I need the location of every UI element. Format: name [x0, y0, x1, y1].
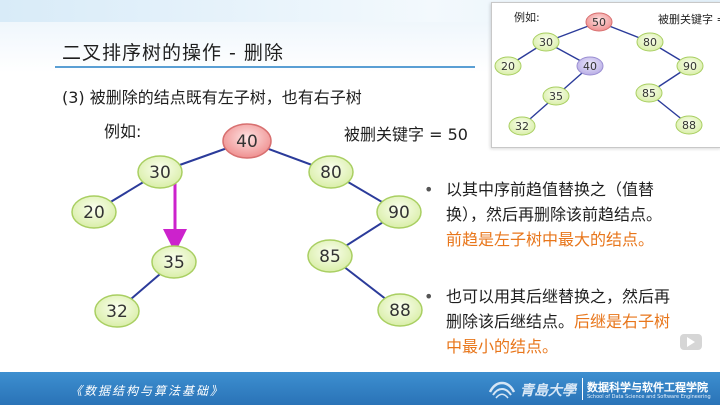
- inset-delete-key-label: 被删关键字 =: [658, 13, 720, 26]
- bullet-dot-icon: •: [424, 180, 434, 199]
- inset-node-label: 20: [501, 60, 515, 73]
- inset-node-label: 50: [592, 16, 606, 29]
- inset-node-40: 40: [576, 56, 604, 76]
- inset-node-30: 30: [532, 32, 560, 52]
- tree-node-label: 20: [83, 203, 105, 223]
- tree-node-label: 80: [320, 163, 342, 183]
- bullet-highlight: 前趋是左子树中最大的结点。: [446, 230, 655, 249]
- school-name-cn: 数据科学与软件工程学院: [587, 381, 708, 394]
- inset-node-label: 30: [539, 36, 553, 49]
- tree-node-label: 40: [236, 132, 258, 152]
- bullet-line: 删除该后继结点。后继是右子树: [446, 309, 670, 334]
- university-logo-icon: [488, 381, 516, 399]
- tree-node-20: 20: [71, 195, 117, 229]
- tree-node-label: 88: [389, 301, 411, 321]
- tree-node-label: 30: [149, 163, 171, 183]
- tree-node-30: 30: [137, 155, 183, 189]
- tree-node-32: 32: [94, 294, 140, 328]
- inset-tree-diagram: 50 30 80 20 40 90: [494, 12, 704, 136]
- bullet-predecessor: • 以其中序前趋值替换之（值替 换），然后再删除该前趋结点。 前趋是左子树中最大…: [424, 177, 663, 252]
- inset-node-label: 90: [683, 60, 697, 73]
- inset-node-80: 80: [636, 32, 664, 52]
- slide-title: 二叉排序树的操作 - 删除: [62, 42, 284, 64]
- inset-node-90: 90: [676, 56, 704, 76]
- inset-node-label: 85: [642, 87, 656, 100]
- tree-node-85: 85: [307, 239, 353, 273]
- inset-node-label: 35: [549, 90, 563, 103]
- tree-node-label: 90: [388, 203, 410, 223]
- inset-node-32: 32: [508, 116, 536, 136]
- inset-node-label: 80: [643, 36, 657, 49]
- bullet-successor: • 也可以用其后继替换之，然后再 删除该后继结点。后继是右子树 中最小的结点。: [424, 284, 671, 359]
- footer-banner: [0, 372, 720, 405]
- bullet-text: 删除该后继结点。: [446, 312, 575, 331]
- example-label: 例如:: [104, 122, 142, 141]
- tree-node-35: 35: [151, 245, 197, 279]
- tree-node-80: 80: [308, 155, 354, 189]
- course-title: 《数据结构与算法基础》: [70, 384, 225, 398]
- inset-node-label: 32: [515, 120, 529, 133]
- tree-node-40: 40: [222, 123, 272, 159]
- title-underline: [55, 66, 475, 68]
- inset-node-85: 85: [635, 83, 663, 103]
- tree-node-90: 90: [376, 195, 422, 229]
- inset-node-label: 88: [682, 119, 696, 132]
- university-name: 青島大學: [520, 383, 576, 399]
- inset-example-label: 例如:: [514, 11, 540, 24]
- bullet-text: 也可以用其后继替换之，然后再: [446, 287, 671, 306]
- delete-key-label: 被删关键字 = 50: [344, 125, 468, 144]
- inset-node-35: 35: [542, 86, 570, 106]
- bullet-text: 以其中序前趋值替换之（值替: [446, 180, 655, 199]
- bullet-highlight: 中最小的结点。: [446, 337, 559, 356]
- original-tree-inset: 例如: 被删关键字 = 50 30: [491, 2, 720, 148]
- tree-node-88: 88: [377, 293, 423, 327]
- bullet-text: 换），然后再删除该前趋结点。: [446, 205, 663, 224]
- bullet-highlight: 后继是右子树: [574, 312, 671, 331]
- bullet-dot-icon: •: [424, 287, 434, 306]
- inset-node-50: 50: [585, 12, 613, 32]
- inset-node-label: 40: [583, 60, 597, 73]
- next-slide-button[interactable]: [680, 334, 702, 350]
- tree-node-label: 35: [163, 253, 185, 273]
- slide-subtitle: (3) 被删除的结点既有左子树，也有右子树: [62, 88, 362, 107]
- play-icon: [687, 337, 695, 347]
- footer-divider: [582, 378, 583, 400]
- inset-node-20: 20: [494, 56, 522, 76]
- school-name-en: School of Data Science and Software Engi…: [587, 394, 711, 400]
- tree-node-label: 85: [319, 247, 341, 267]
- tree-node-label: 32: [106, 302, 128, 322]
- inset-node-88: 88: [675, 115, 703, 135]
